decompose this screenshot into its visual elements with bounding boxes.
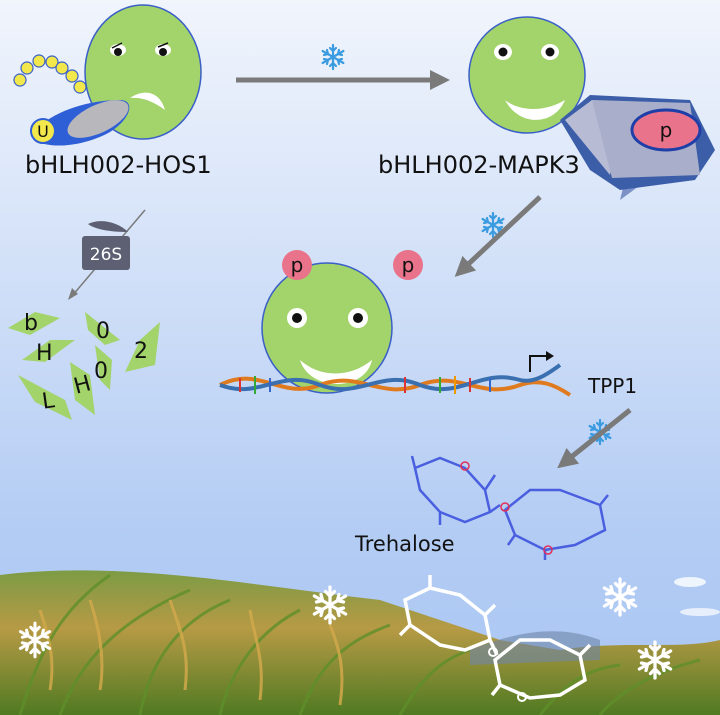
fragment-letter: H <box>71 371 93 399</box>
arrow-to-phosphorylated <box>454 195 542 277</box>
fragment-letter: 2 <box>134 339 148 364</box>
phospho-label: p <box>291 253 304 277</box>
phospho-badges: p p <box>282 250 423 280</box>
fragment-letter: b <box>24 311 38 336</box>
fragment-letter: 0 <box>96 319 110 344</box>
phospho-badge <box>393 250 423 280</box>
dna-helix-icon <box>219 363 572 397</box>
proteasome-26s: 26S <box>82 221 130 270</box>
transcription-start-arrow-icon <box>529 351 554 372</box>
ubiquitin-chain <box>13 54 87 94</box>
mapk3-kinase: p <box>560 95 715 200</box>
gene-tpp1-label: TPP1 <box>587 374 637 398</box>
arrow-head <box>68 288 78 300</box>
phospho-label: p <box>402 253 415 277</box>
trehalose-label: Trehalose <box>354 532 455 556</box>
ubiquitin-badge <box>30 118 56 144</box>
arrow-to-trehalose <box>557 408 632 469</box>
rice-field-background <box>0 570 720 715</box>
ubiquitin-label: U <box>37 122 49 141</box>
complex-hos1-label: bHLH002-HOS1 <box>25 151 212 179</box>
phospho-badge <box>282 250 312 280</box>
phosphorylated-bhlh002 <box>261 262 393 394</box>
fragment-letter: L <box>41 388 57 415</box>
trehalose-structure-white <box>398 575 592 702</box>
complex-mapk3-label: bHLH002-MAPK3 <box>378 151 580 179</box>
fragment-letter: H <box>36 341 53 366</box>
proteasome-label: 26S <box>90 245 122 265</box>
phospho-label: p <box>660 118 673 142</box>
hos1-protein: U <box>30 100 130 146</box>
trehalose-structure <box>410 455 609 560</box>
fragment-letter: 0 <box>94 359 108 384</box>
bhlh002-smiling-protein <box>468 16 586 134</box>
degraded-fragments: b H L H 0 0 2 <box>8 311 160 420</box>
